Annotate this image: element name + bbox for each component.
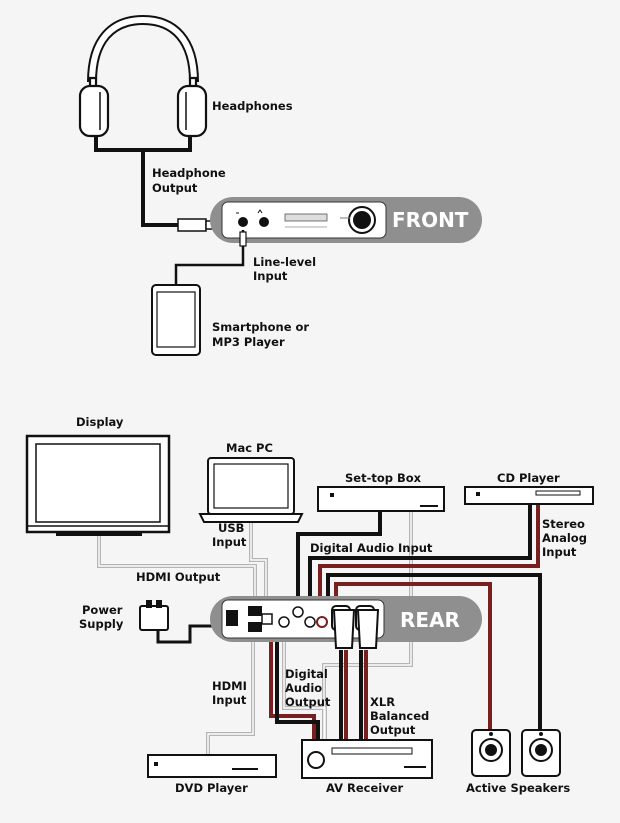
mac-pc-label: Mac PC <box>226 441 273 455</box>
headphones-label: Headphones <box>212 99 293 113</box>
rear-label: REAR <box>400 608 460 632</box>
stereo-analog-label-2: Analog <box>542 531 587 545</box>
hdmi-input-label-1: HDMI <box>212 679 247 693</box>
xlr-label-1: XLR <box>370 695 395 709</box>
active-speakers-icon <box>471 729 561 777</box>
digital-audio-output-label-3: Output <box>285 695 331 709</box>
usb-input-label-2: Input <box>212 535 247 549</box>
digital-audio-output-label-2: Audio <box>285 681 322 695</box>
smartphone-label-1: Smartphone or <box>212 320 309 334</box>
dvd-player-label: DVD Player <box>175 781 248 795</box>
digital-audio-output-label-1: Digital <box>285 667 328 681</box>
laptop-icon <box>198 457 304 523</box>
smartphone-label-2: MP3 Player <box>212 335 285 349</box>
set-top-box-label: Set-top Box <box>345 471 422 485</box>
av-receiver-icon <box>301 739 433 779</box>
power-supply-icon <box>139 600 169 631</box>
line-level-plug-icon <box>239 231 247 247</box>
dark-cables <box>156 504 542 742</box>
xlr-label-2: Balanced <box>370 709 429 723</box>
digital-audio-input-label: Digital Audio Input <box>310 541 433 555</box>
xlr-label-3: Output <box>370 723 416 737</box>
stereo-analog-label-1: Stereo <box>542 517 585 531</box>
line-level-cable <box>174 230 245 286</box>
front-panel <box>210 197 482 243</box>
stereo-analog-label-3: Input <box>542 545 577 559</box>
cd-player-icon <box>464 486 594 505</box>
usb-input-label-1: USB <box>218 521 244 535</box>
display-label: Display <box>76 415 124 429</box>
hdmi-output-label: HDMI Output <box>136 570 221 584</box>
headphone-output-label-2: Output <box>152 181 198 195</box>
display-icon <box>25 434 171 536</box>
set-top-box-icon <box>317 486 445 512</box>
front-label: FRONT <box>392 208 469 232</box>
power-supply-label-1: Power <box>82 603 123 617</box>
hdmi-input-label-2: Input <box>212 693 247 707</box>
smartphone-icon <box>151 284 201 356</box>
line-level-label-1: Line-level <box>253 255 316 269</box>
cd-player-label: CD Player <box>497 471 560 485</box>
headphone-output-label-1: Headphone <box>152 166 226 180</box>
xlr-plug-icon <box>332 609 380 649</box>
active-speakers-label: Active Speakers <box>466 781 570 795</box>
line-level-label-2: Input <box>253 269 288 283</box>
headphones-icon <box>78 14 208 138</box>
dvd-player-icon <box>147 754 277 778</box>
av-receiver-label: AV Receiver <box>326 781 404 795</box>
headphone-cable <box>94 136 192 227</box>
power-supply-label-2: Supply <box>79 617 124 631</box>
